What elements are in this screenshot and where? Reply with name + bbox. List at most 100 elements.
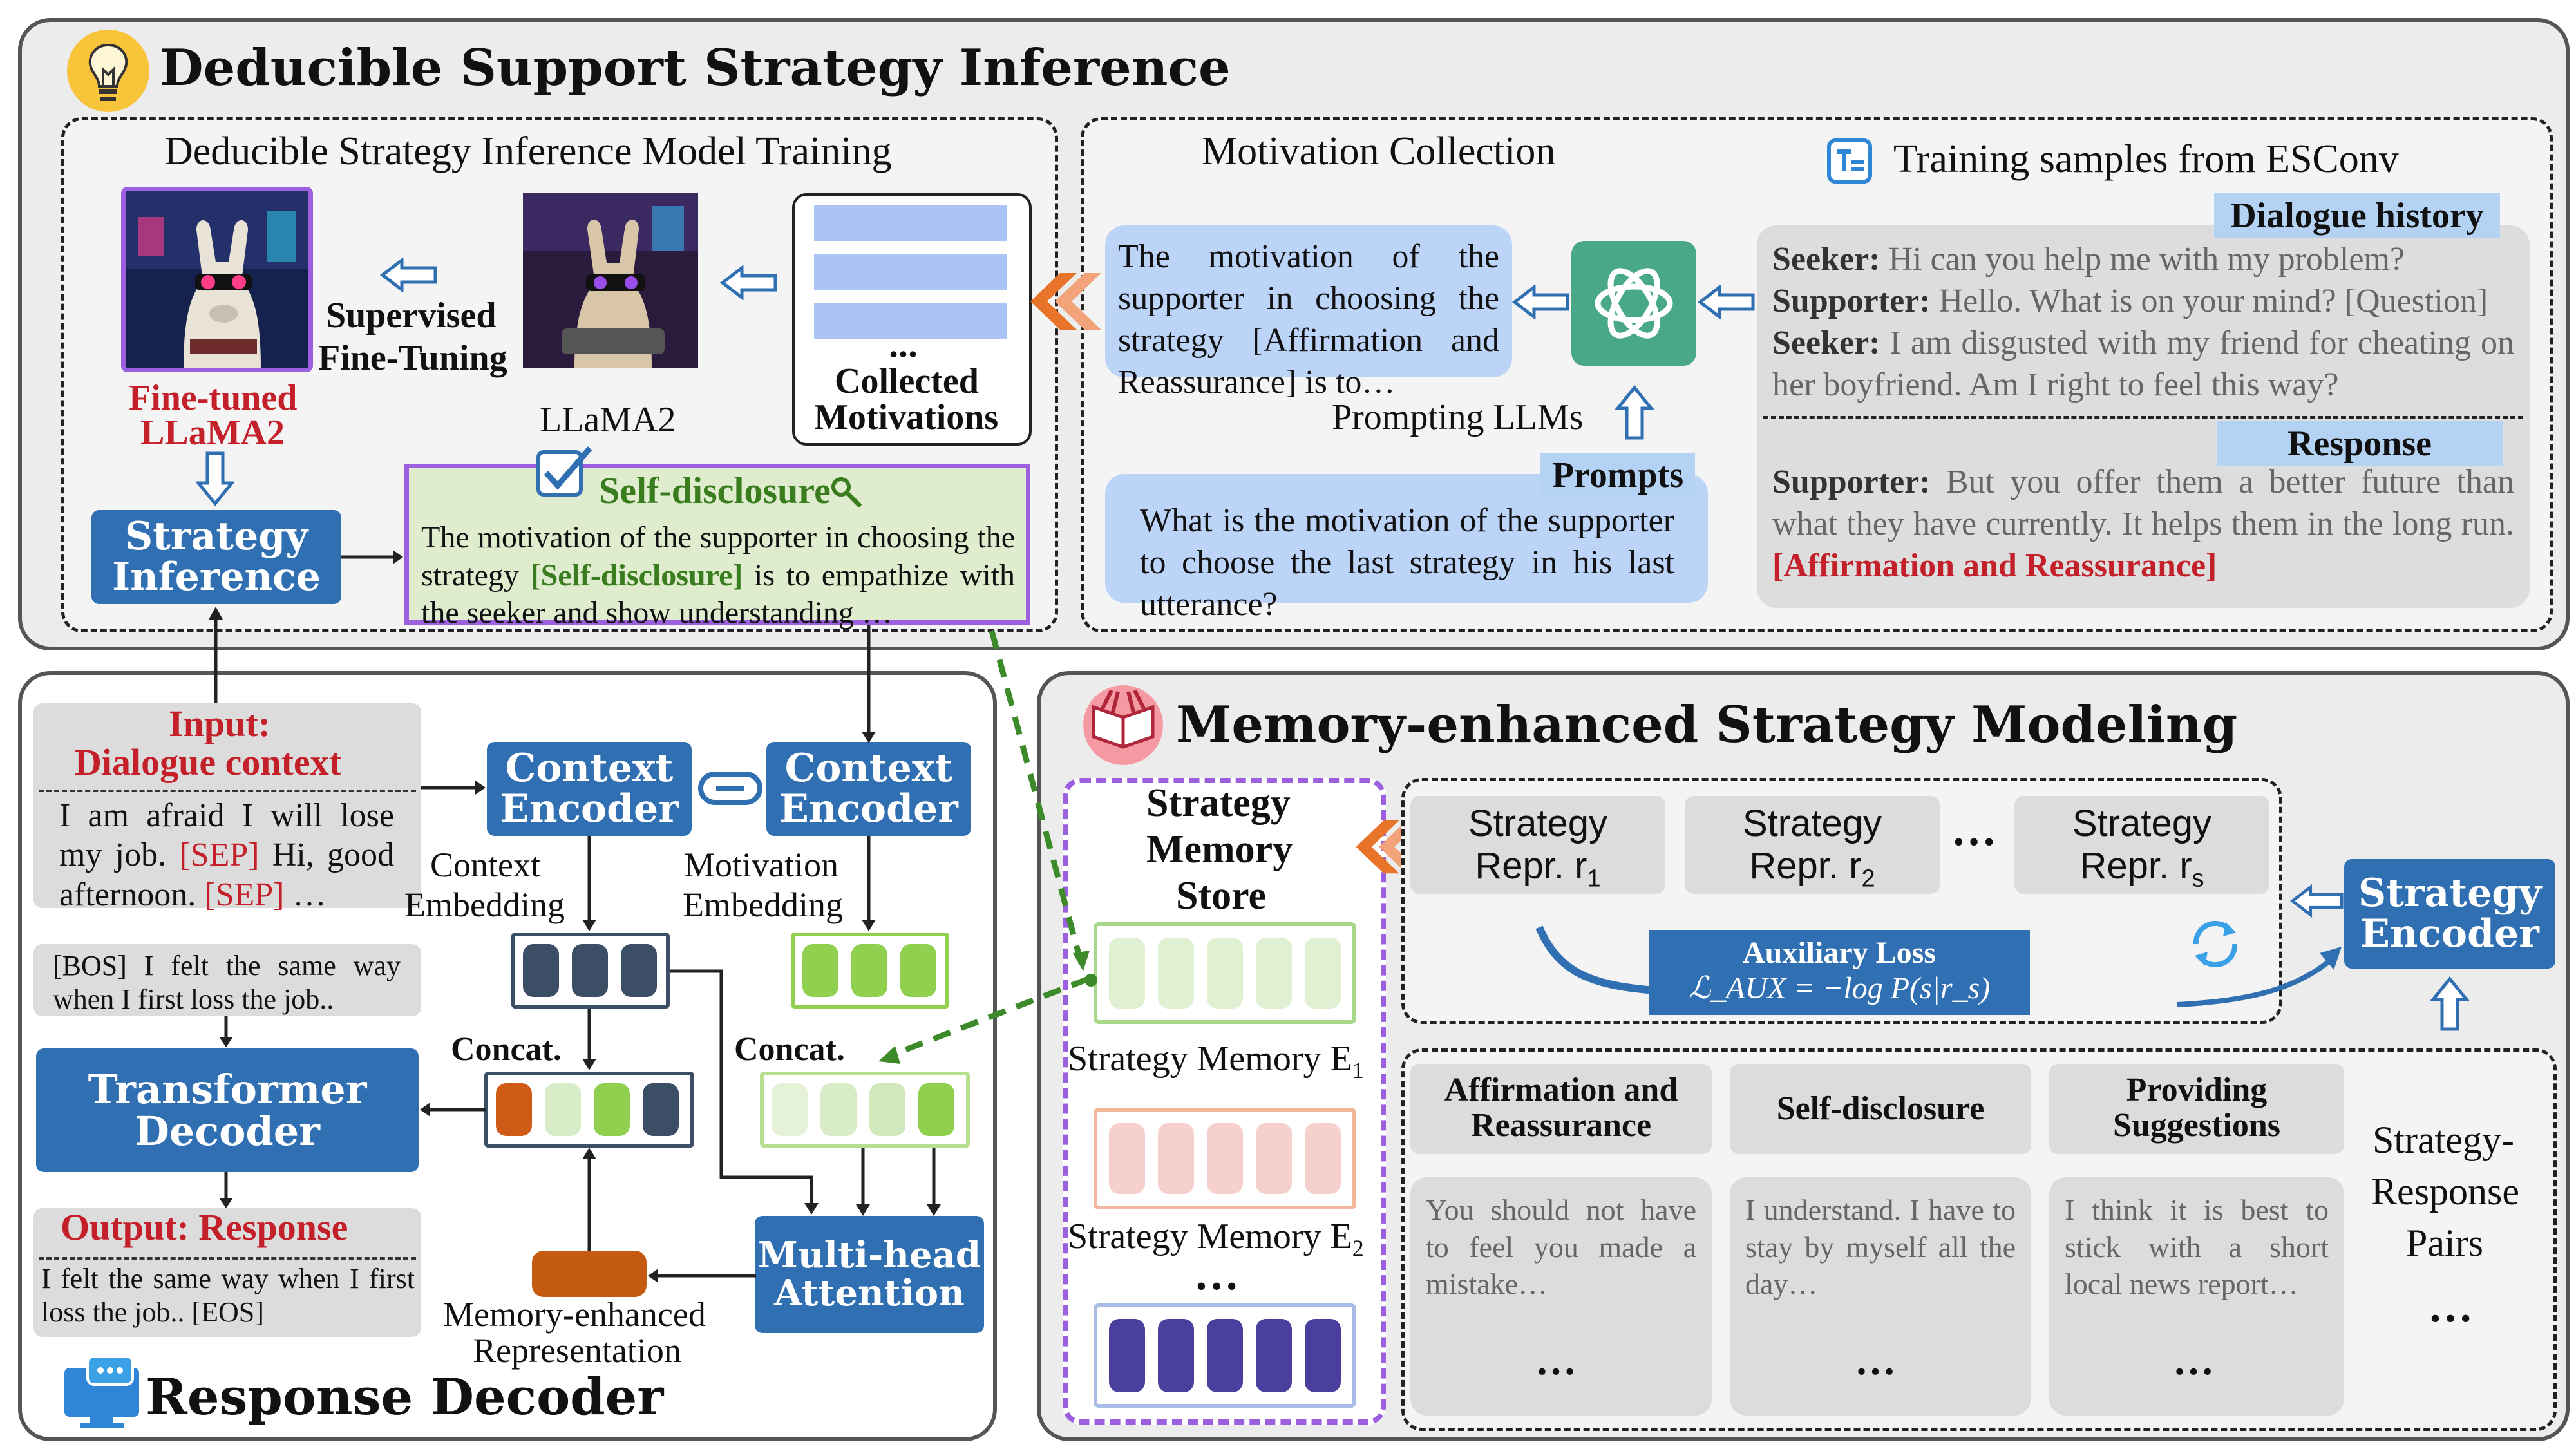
dialogue-line-2: Supporter: Hello. What is on your mind? … — [1772, 283, 2488, 319]
context-encoder-box-2: Context Encoder — [766, 742, 971, 836]
output-label: Output: Response — [61, 1206, 348, 1248]
strategy-inference-label-1: Strategy — [124, 514, 308, 559]
hollow-arrow-left-icon-5 — [2290, 884, 2344, 918]
mot-seg-3 — [900, 944, 936, 997]
finetuned-label-2: LLaMA2 — [140, 413, 285, 453]
store-label-1: Strategy — [1146, 781, 1291, 825]
e2-seg-5 — [1305, 1123, 1341, 1194]
collected-dots: ... — [889, 323, 918, 365]
checkbox-icon — [536, 446, 592, 497]
sd-text-strategy: [Self-disclosure] — [530, 558, 743, 592]
multi-head-attention-box: Multi-head Attention — [755, 1216, 984, 1333]
refresh-icon — [2193, 920, 2238, 968]
response-card-1 — [1410, 1177, 1712, 1416]
motivation-title: Motivation Collection — [1202, 129, 1556, 173]
arrow-down-4 — [582, 836, 596, 931]
e3-seg-2 — [1158, 1319, 1194, 1392]
mot-seg-2 — [851, 944, 887, 997]
memory-e1-label: Strategy Memory E1 — [1068, 1039, 1364, 1084]
input-label-2: Dialogue context — [75, 741, 341, 783]
bos-text: [BOS] I felt the same way when I first l… — [53, 950, 401, 1015]
training-title: Deducible Strategy Inference Model Train… — [164, 129, 892, 173]
aux-loss-formula: ℒ_AUX = −log P(s|r_s) — [1688, 971, 1991, 1006]
cat2-seg-3 — [869, 1083, 905, 1136]
collected-label-1: Collected — [835, 361, 979, 401]
context-embedding-label-2: Embedding — [404, 886, 565, 924]
e3-seg-1 — [1109, 1319, 1145, 1392]
memory-e2-label: Strategy Memory E2 — [1068, 1217, 1364, 1262]
samples-title: Training samples from ESConv — [1893, 137, 2399, 181]
mer-label-2: Representation — [473, 1331, 681, 1370]
hollow-arrow-left-icon — [380, 258, 437, 292]
arrow-left-icon-4 — [648, 1269, 756, 1283]
magnifier-icon — [831, 477, 862, 508]
prompts-tag: Prompts — [1540, 453, 1695, 497]
strategy-inference-box: Strategy Inference — [91, 510, 341, 604]
response-card-1-dots: … — [1535, 1338, 1577, 1383]
e1-seg-4 — [1256, 938, 1292, 1009]
memory-dots: … — [1194, 1250, 1239, 1300]
motivation-text: The motivation of the supporter in choos… — [1118, 238, 1499, 401]
arrow-down-3 — [862, 625, 876, 743]
dialogue-line-1: Seeker: Hi can you help me with my probl… — [1772, 241, 2405, 278]
ctx-seg-2 — [572, 944, 608, 997]
input-label-1: Input: — [169, 703, 270, 744]
finetuned-label-1: Fine-tuned — [129, 378, 298, 418]
self-disclosure-title: Self-disclosure — [599, 469, 831, 511]
prompt-text: What is the motivation of the supporter … — [1140, 502, 1674, 623]
hollow-arrow-up-icon — [1615, 385, 1654, 440]
hollow-arrow-up-icon-2 — [2430, 976, 2469, 1031]
concat-label-2: Concat. — [734, 1031, 845, 1068]
output-box — [33, 1208, 421, 1337]
aux-loss-box: Auxiliary Loss ℒ_AUX = −log P(s|r_s) — [1649, 930, 2030, 1015]
input-box — [33, 703, 421, 908]
store-label-3: Store — [1176, 874, 1267, 918]
arrow-up-line — [209, 607, 223, 708]
llama-label: LLaMA2 — [540, 400, 676, 440]
decoder-title: Response Decoder — [146, 1368, 664, 1426]
e3-seg-4 — [1256, 1319, 1292, 1392]
e1-seg-1 — [1109, 938, 1145, 1009]
cat2-seg-1 — [772, 1083, 808, 1136]
response-card-3-text: I think it is best to stick with a short… — [2065, 1193, 2329, 1300]
pairs-label-2: Response — [2371, 1170, 2519, 1213]
response-card-2-dots: … — [1855, 1338, 1896, 1383]
collected-bar-3 — [814, 303, 1007, 339]
motivation-text-box — [1105, 225, 1512, 377]
dialogue-divider — [1763, 416, 2523, 419]
memory-book-icon — [1083, 685, 1163, 765]
memory-enhanced-representation-block — [532, 1251, 647, 1297]
context-embedding-label-1: Context — [430, 846, 540, 884]
response-card-3-dots: … — [2173, 1338, 2214, 1383]
response-card-2-text: I understand. I have to stay by myself a… — [1745, 1193, 2016, 1300]
hollow-arrow-down-icon — [196, 451, 234, 506]
monitor-chat-icon — [64, 1355, 139, 1428]
arrow-up-icon-2 — [582, 1148, 596, 1251]
output-text: I felt the same way when I first loss th… — [41, 1263, 415, 1328]
ctx-seg-1 — [523, 944, 559, 997]
arrow-down-6 — [582, 1009, 596, 1070]
dialogue-line-3: Seeker: I am disgusted with my friend fo… — [1772, 325, 2514, 403]
cat1-seg-2 — [545, 1083, 581, 1136]
collected-bar-2 — [814, 254, 1007, 290]
repr-dots: … — [1951, 806, 1996, 855]
store-label-2: Memory — [1146, 828, 1293, 871]
strategy-name-2: Self-disclosure — [1730, 1064, 2031, 1154]
arrow-down-5 — [862, 836, 876, 931]
input-divider — [39, 790, 416, 792]
input-text: I am afraid I will lose my job. [SEP] Hi… — [59, 797, 394, 913]
dialogue-history-tag: Dialogue history — [2214, 193, 2500, 238]
sft-label-2: Fine-Tuning — [318, 338, 507, 378]
mot-seg-1 — [802, 944, 838, 997]
transformer-label-2: Decoder — [135, 1108, 320, 1155]
memory-title: Memory-enhanced Strategy Modeling — [1176, 696, 2238, 754]
response-card-1-text: You should not have to feel you made a m… — [1426, 1193, 1696, 1300]
cat1-seg-1 — [496, 1083, 532, 1136]
self-disclosure-box — [404, 464, 1030, 625]
dialogue-history-text: Seeker: Hi can you help me with my probl… — [1772, 238, 2514, 406]
ctx-seg-3 — [621, 944, 657, 997]
llm-logo-icon — [1571, 241, 1696, 366]
cat2-seg-2 — [820, 1083, 857, 1136]
